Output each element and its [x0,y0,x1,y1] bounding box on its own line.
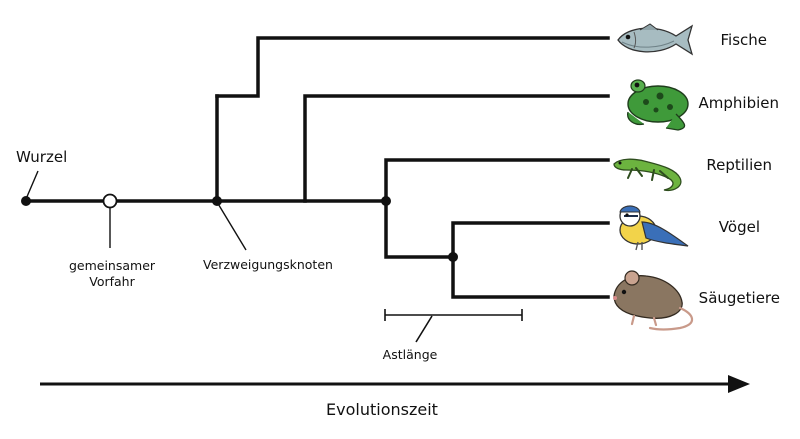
time-axis-label: Evolutionszeit [326,400,438,419]
mouse-icon [613,270,694,331]
branch-fish [215,36,610,203]
lizard-icon [613,158,682,192]
branch-lower-clade [384,199,455,259]
taxon-label-amphibians: Amphibien [699,94,780,112]
branch-mammals [451,255,610,299]
bird-icon [619,205,689,251]
branch-amphibians [215,94,610,203]
branch-node-callout-line [216,201,247,251]
ancestor-label-line1: gemeinsamer [69,258,156,273]
branch-reptiles [384,158,610,203]
root-label: Wurzel [16,148,67,166]
root-node [21,196,31,206]
branch-node-label: Verzweigungsknoten [203,257,333,272]
ancestor-label-line2: Vorfahr [89,274,135,289]
taxon-label-fish: Fische [720,31,767,49]
branch-length-label: Astlänge [383,347,438,362]
root-callout-line [25,170,39,200]
tree-branches [24,36,610,299]
time-axis-arrowhead [728,375,750,393]
branch-node-2 [381,196,391,206]
branch-length-scale [384,309,523,343]
taxon-label-reptiles: Reptilien [706,156,772,174]
taxon-label-mammals: Säugetiere [699,289,780,307]
branch-node-3 [448,252,458,262]
fish-icon [617,23,694,56]
branch-birds [451,221,610,259]
frog-icon [627,79,689,131]
branch-node-1 [212,196,222,206]
taxon-label-birds: Vögel [719,218,760,236]
ancestor-node [102,193,118,209]
